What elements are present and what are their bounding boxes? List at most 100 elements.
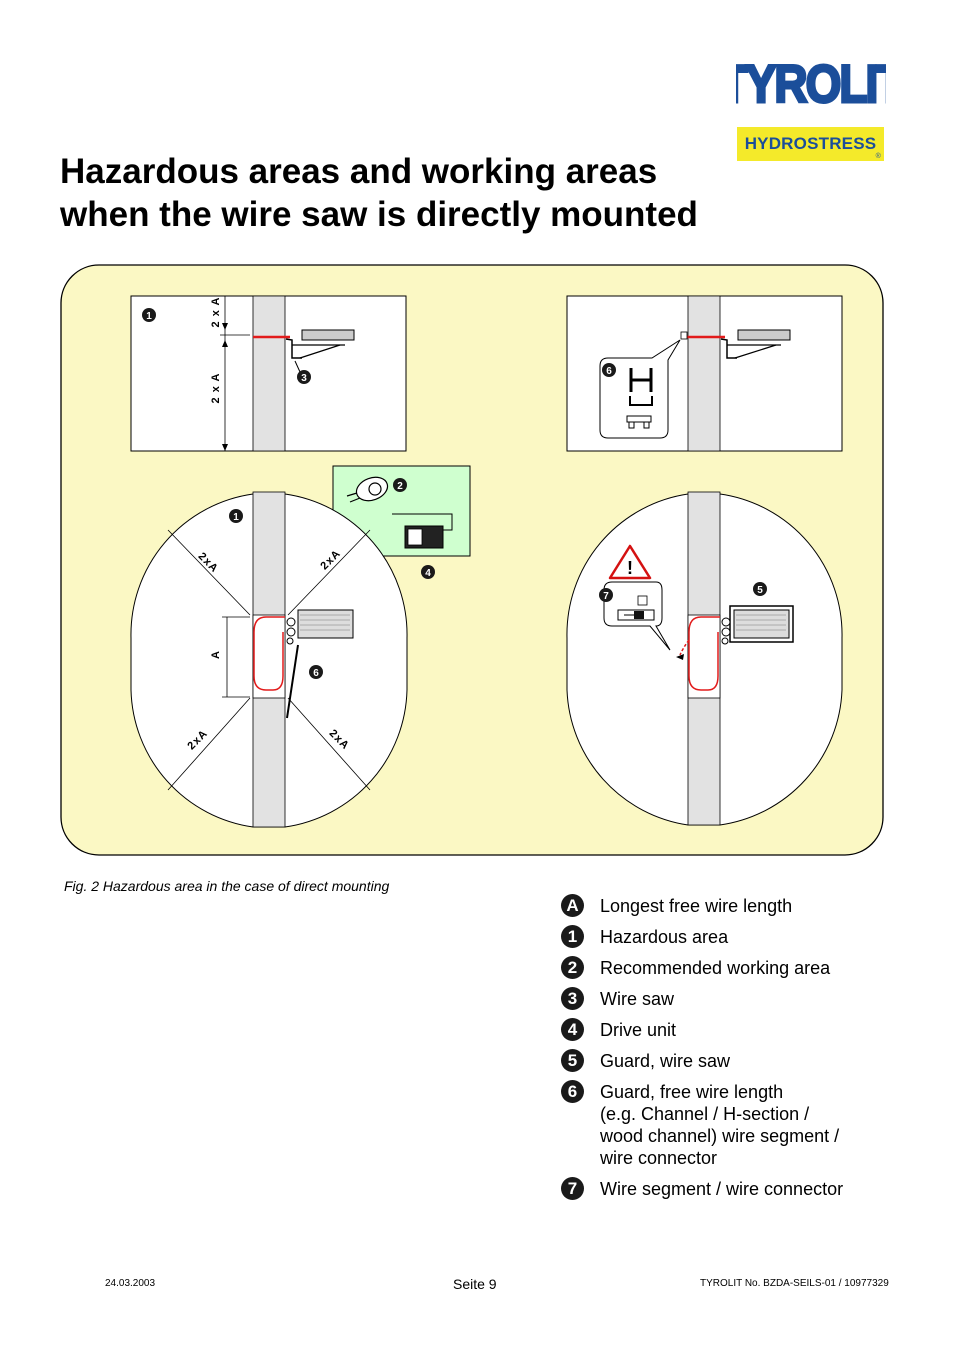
legend-badge: 1 [561,925,584,948]
pulley-icon [721,617,731,627]
legend-badge: 7 [561,1177,584,1200]
guard-rod [286,644,299,719]
legend-item: A Longest free wire length [561,894,901,917]
legend-badge: 5 [561,1049,584,1072]
legend-badge: A [561,894,584,917]
page-title-line-1: Hazardous areas and working areas [60,152,658,191]
saw-bracket [285,338,302,359]
diagonal-dimension [167,697,251,791]
marker-3 [297,370,311,384]
legend-badge: 6 [561,1080,584,1103]
hydrostress-logo-text: HYDROSTRESS [744,134,877,153]
legend-item: 1 Hazardous area [561,925,901,948]
marker-6 [602,363,616,377]
warning-icon [608,544,652,580]
marker-5-label: 5 [757,585,763,596]
legend-item: 2 Recommended working area [561,956,901,979]
wire-saw-top [733,609,790,639]
saw-rail [301,329,355,341]
h-section-icon [629,368,653,392]
marker-6-label: 6 [606,366,612,377]
warning-icon-mark: ! [627,558,633,578]
pulley-icon [721,637,729,645]
marker-6 [309,665,323,679]
dimension-label-2xa: 2 x A [210,297,222,328]
pulley-icon [721,627,731,637]
dimension-label-2xa: 2 x A [210,373,222,404]
diagonal-dimension [167,529,251,616]
wire-saw-top [297,609,354,639]
diagonal-dimension [287,529,371,616]
marker-5 [753,582,767,596]
saw-rail [737,329,791,341]
top-view-right: 5 ! 7 [566,491,843,826]
marker-7 [599,588,613,602]
connector-icon-small [637,595,648,606]
side-view-left: 2 x A 2 x A 1 3 [130,295,407,452]
side-view-right: 6 [566,295,843,452]
saw-strut [299,344,341,359]
dimension-arrow [222,340,228,347]
tyrolit-logo-text: TYROLIT [736,56,886,114]
marker-1 [229,509,243,523]
legend-text: Drive unit [600,1020,677,1040]
marker-4 [421,565,435,579]
channel-icon [629,396,653,406]
page-title-line-2: when the wire saw is directly mounted [60,195,698,234]
legend-text: Guard, free wire length (e.g. Channel / … [600,1082,840,1168]
legend-text: Wire saw [600,989,675,1009]
legend-text: Longest free wire length [600,896,793,916]
tyrolit-logo: TYROLIT [736,56,886,115]
dimension-label-a: A [210,651,222,659]
saw-leader [294,360,301,373]
legend-item: 5 Guard, wire saw [561,1049,901,1072]
wire-guard-stub [680,331,688,340]
top-view-left: 6 2xA 2xA 2xA 2xA A 1 [130,491,408,828]
footer-document-number: TYROLIT No. BZDA-SEILS-01 / 10977329 [700,1278,889,1289]
wall-cut-opening [687,614,721,699]
dimension-arrow [222,444,228,451]
legend-badge: 4 [561,1018,584,1041]
legend-item: 7 Wire segment / wire connector [561,1177,901,1200]
legend-text: Guard, wire saw [600,1051,731,1071]
legend-text: Wire segment / wire connector [600,1179,844,1199]
legend-item: 3 Wire saw [561,987,901,1010]
marker-6-label: 6 [313,668,319,679]
page-title: Hazardous areas and working areas when t… [60,150,820,236]
marker-3-label: 3 [301,373,307,384]
registered-mark: ® [875,153,881,160]
wire-loop [253,616,285,691]
marker-4-label: 4 [425,568,431,579]
legend-text: Recommended working area [600,958,831,978]
flying-arrow [676,654,684,660]
hydrostress-logo: HYDROSTRESS ® [737,127,884,161]
marker-1-label: 1 [146,311,152,322]
drive-cable [392,513,453,531]
footer-date: 24.03.2003 [105,1278,156,1289]
hazard-area-figure: 2 x A 2 x A 1 3 6 [60,264,884,856]
saw-bracket [720,338,737,359]
wire-loop [688,616,720,691]
legend-badge: 3 [561,987,584,1010]
marker-1 [142,308,156,322]
marker-2 [393,478,407,492]
marker-1-label: 1 [233,512,239,523]
saw-strut [734,344,777,359]
wire-segment-flying [679,639,690,656]
wall-section [252,295,286,452]
guard-callout [599,339,681,439]
marker-7-label: 7 [603,591,609,602]
diagonal-dimension [287,697,371,791]
wall-cut-opening [252,614,286,699]
pulley-icon [286,637,294,645]
pulley-icon [286,627,296,637]
dimension-arrow [222,323,228,330]
legend-item: 6 Guard, free wire length (e.g. Channel /… [561,1080,901,1169]
drive-unit-panel [407,528,423,546]
legend-badge: 2 [561,956,584,979]
legend-item: 4 Drive unit [561,1018,901,1041]
wall-section [687,295,721,452]
wire-connector-icon [617,609,655,621]
legend-text: Hazardous area [600,927,729,947]
marker-2-label: 2 [397,481,403,492]
